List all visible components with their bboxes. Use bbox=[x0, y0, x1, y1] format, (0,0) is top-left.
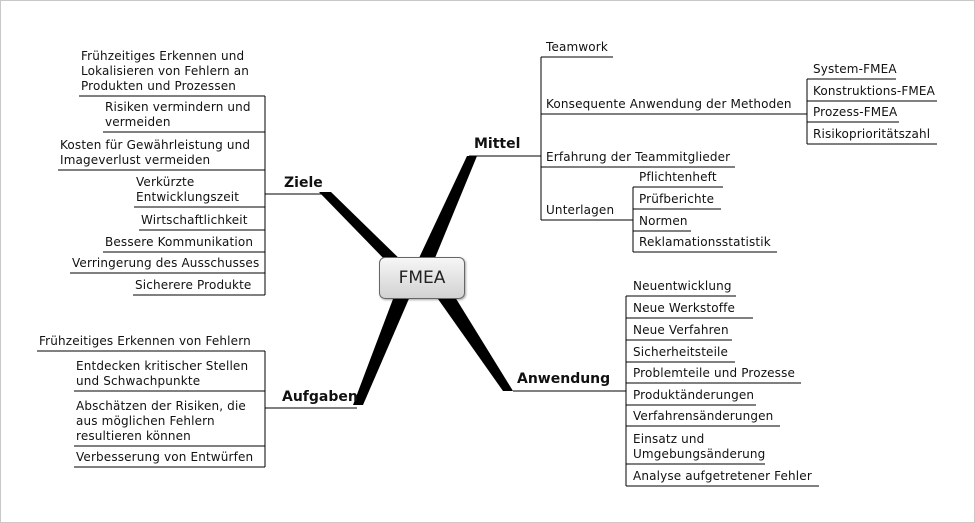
branch-anwendung[interactable]: Anwendung bbox=[517, 371, 611, 387]
ziele-item-1-line: Produkten und Prozessen bbox=[81, 79, 237, 93]
ziele-item-5[interactable]: Wirtschaftlichkeit bbox=[141, 213, 248, 228]
methode-4-line: Risikoprioritätszahl bbox=[813, 127, 931, 141]
aufgaben-item-2-line: Entdecken kritischer Stellen bbox=[76, 359, 249, 373]
ziele-item-7[interactable]: Verringerung des Ausschusses bbox=[72, 256, 259, 271]
anwendung-item-7-line: Verfahrensänderungen bbox=[633, 409, 774, 423]
anwendung-item-8-line: Einsatz und bbox=[633, 432, 705, 446]
aufgaben-item-4[interactable]: Verbesserung von Entwürfen bbox=[76, 450, 253, 465]
unterlage-1-line: Pflichtenheft bbox=[639, 170, 717, 184]
mittel-item-3-line: Erfahrung der Teammitglieder bbox=[546, 150, 731, 164]
mittel-item-1[interactable]: Teamwork bbox=[546, 40, 608, 55]
aufgaben-item-1[interactable]: Frühzeitiges Erkennen von Fehlern bbox=[39, 334, 251, 349]
anwendung-item-1[interactable]: Neuentwicklung bbox=[633, 279, 732, 294]
ziele-item-1-line: Frühzeitiges Erkennen und bbox=[81, 49, 245, 63]
aufgaben-item-3-line: resultieren können bbox=[76, 429, 191, 443]
anwendung-item-2[interactable]: Neue Werkstoffe bbox=[633, 301, 735, 316]
anwendung-item-7[interactable]: Verfahrensänderungen bbox=[633, 409, 773, 424]
unterlage-2[interactable]: Prüfberichte bbox=[639, 192, 714, 207]
methode-4[interactable]: Risikoprioritätszahl bbox=[813, 127, 930, 142]
methode-2[interactable]: Konstruktions-FMEA bbox=[813, 84, 935, 99]
unterlage-1[interactable]: Pflichtenheft bbox=[639, 170, 717, 185]
anwendung-item-2-line: Neue Werkstoffe bbox=[633, 301, 735, 315]
aufgaben-item-3-line: Abschätzen der Risiken, die bbox=[76, 399, 246, 413]
mittel-item-2-line: Konsequente Anwendung der Methoden bbox=[546, 97, 792, 111]
ziele-item-4-line: Entwicklungszeit bbox=[136, 190, 240, 204]
methode-2-line: Konstruktions-FMEA bbox=[813, 84, 935, 98]
unterlage-2-line: Prüfberichte bbox=[639, 192, 715, 206]
anwendung-item-6-line: Produktänderungen bbox=[633, 388, 755, 402]
ziele-item-3-line: Imageverlust vermeiden bbox=[60, 153, 211, 167]
mittel-item-4[interactable]: Unterlagen bbox=[546, 203, 614, 218]
branch-ziele[interactable]: Ziele bbox=[284, 175, 323, 191]
anwendung-item-3-line: Neue Verfahren bbox=[633, 323, 729, 337]
unterlage-3-line: Normen bbox=[639, 214, 688, 228]
methode-1[interactable]: System-FMEA bbox=[813, 62, 897, 77]
ziele-item-8[interactable]: Sicherere Produkte bbox=[135, 278, 251, 293]
branch-aufgaben[interactable]: Aufgaben bbox=[282, 389, 358, 405]
anwendung-item-5[interactable]: Problemteile und Prozesse bbox=[633, 366, 795, 381]
aufgaben-item-2-line: und Schwachpunkte bbox=[76, 374, 201, 388]
anwendung-item-4-line: Sicherheitsteile bbox=[633, 345, 729, 359]
ziele-item-4-line: Verkürzte bbox=[136, 175, 195, 189]
aufgaben-item-1-line: Frühzeitiges Erkennen von Fehlern bbox=[39, 334, 251, 348]
connector-aufgaben bbox=[353, 294, 411, 405]
ziele-item-1-line: Lokalisieren von Fehlern an bbox=[81, 64, 249, 78]
connector-mittel bbox=[419, 156, 477, 258]
ziele-item-6-line: Bessere Kommunikation bbox=[105, 235, 254, 249]
ziele-item-3-line: Kosten für Gewährleistung und bbox=[60, 138, 251, 152]
ziele-item-2-line: vermeiden bbox=[105, 115, 171, 129]
connector-ziele bbox=[319, 192, 410, 269]
mittel-item-1-line: Teamwork bbox=[546, 40, 608, 54]
mittel-item-2[interactable]: Konsequente Anwendung der Methoden bbox=[546, 97, 792, 112]
anwendung-item-9-line: Analyse aufgetretener Fehler bbox=[633, 469, 812, 483]
unterlage-4-line: Reklamationsstatistik bbox=[639, 235, 771, 249]
methode-1-line: System-FMEA bbox=[813, 62, 897, 76]
ziele-item-7-line: Verringerung des Ausschusses bbox=[72, 256, 260, 270]
methode-3[interactable]: Prozess-FMEA bbox=[813, 105, 897, 120]
central-topic-fmea[interactable]: FMEA bbox=[379, 257, 465, 299]
unterlage-4[interactable]: Reklamationsstatistik bbox=[639, 235, 771, 250]
ziele-item-2-line: Risiken vermindern und bbox=[105, 100, 251, 114]
aufgaben-item-3-line: aus möglichen Fehlern bbox=[76, 414, 215, 428]
ziele-item-5-line: Wirtschaftlichkeit bbox=[141, 213, 248, 227]
anwendung-item-8-line: Umgebungsänderung bbox=[633, 447, 766, 461]
mittel-item-4-line: Unterlagen bbox=[546, 203, 615, 217]
anwendung-item-1-line: Neuentwicklung bbox=[633, 279, 732, 293]
ziele-item-8-line: Sicherere Produkte bbox=[135, 278, 252, 292]
anwendung-item-6[interactable]: Produktänderungen bbox=[633, 388, 754, 403]
branch-mittel[interactable]: Mittel bbox=[474, 136, 521, 152]
connector-anwendung bbox=[438, 297, 513, 391]
anwendung-item-4[interactable]: Sicherheitsteile bbox=[633, 345, 728, 360]
aufgaben-item-4-line: Verbesserung von Entwürfen bbox=[76, 450, 254, 464]
methode-3-line: Prozess-FMEA bbox=[813, 105, 898, 119]
unterlage-3[interactable]: Normen bbox=[639, 214, 688, 229]
anwendung-item-5-line: Problemteile und Prozesse bbox=[633, 366, 796, 380]
anwendung-item-9[interactable]: Analyse aufgetretener Fehler bbox=[633, 469, 812, 484]
mittel-item-3[interactable]: Erfahrung der Teammitglieder bbox=[546, 150, 730, 165]
ziele-item-6[interactable]: Bessere Kommunikation bbox=[105, 235, 253, 250]
anwendung-item-3[interactable]: Neue Verfahren bbox=[633, 323, 729, 338]
